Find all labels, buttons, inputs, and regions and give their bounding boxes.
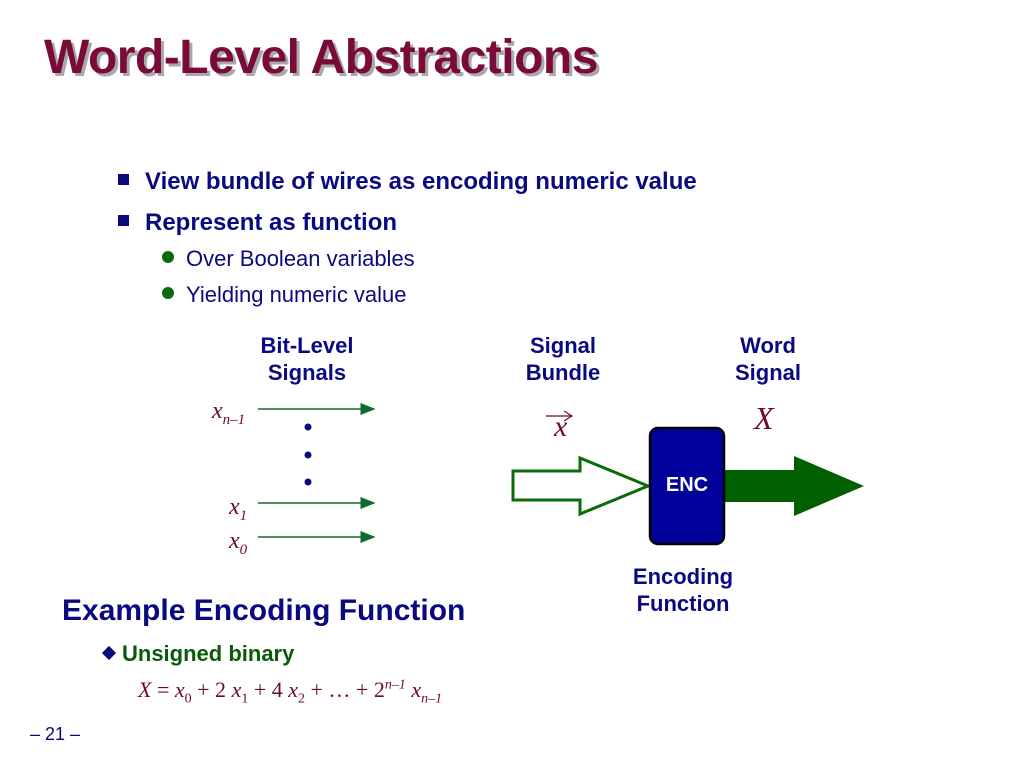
subbullet-1-text: Over Boolean variables: [186, 246, 415, 271]
vector-arrow-head: [563, 410, 574, 422]
bullet-1: View bundle of wires as encoding numeric…: [118, 168, 697, 196]
signal-var: x: [212, 398, 223, 424]
formula-x2-var: x: [288, 677, 299, 702]
example-subheading-text: Unsigned binary: [122, 641, 295, 666]
bullet-2-text: Represent as function: [145, 209, 398, 236]
formula-xn-var: x: [411, 677, 422, 702]
formula-sub-n-1: n–1: [421, 691, 443, 707]
square-bullet-icon: [118, 215, 129, 226]
signal-label-x1: x1: [229, 494, 247, 525]
square-bullet-icon: [118, 174, 129, 185]
signal-bundle-label-line-1: Signal: [529, 333, 596, 358]
signal-bundle-label-line-2: Bundle: [525, 360, 601, 385]
slide-title: Word-Level Abstractions: [44, 31, 598, 84]
ellipsis-dot-1: [304, 423, 312, 431]
signal-label-xn-1: xn–1: [212, 398, 245, 429]
signal-var: x: [229, 528, 240, 554]
encoding-function-label: Encoding Function: [608, 563, 758, 617]
bullet-1-text: View bundle of wires as encoding numeric…: [145, 168, 697, 195]
word-signal-label-line-1: Word: [740, 333, 796, 358]
signal-label-x0: x0: [229, 528, 247, 559]
word-signal-label-line-2: Signal: [734, 360, 801, 385]
encoding-function-line-1: Encoding: [632, 564, 734, 589]
formula-eq: =: [151, 677, 175, 702]
round-bullet-icon: [162, 287, 174, 299]
formula-term-4: + 4: [248, 677, 289, 702]
formula-term-2: + 2: [191, 677, 232, 702]
formula-term-ellipsis: + … + 2: [305, 677, 385, 702]
formula-x0-var: x: [174, 677, 185, 702]
bundle-vector-x: x: [554, 410, 568, 443]
page-number: – 21 –: [30, 724, 81, 744]
example-heading: Example Encoding Function: [62, 594, 466, 627]
bit-level-label-line-2: Signals: [267, 360, 347, 385]
unsigned-binary-formula: X = x0 + 2 x1 + 4 x2 + … + 2n–1 xn–1: [138, 677, 442, 707]
encoder-box: [648, 426, 726, 546]
encoding-function-line-2: Function: [636, 591, 730, 616]
signal-subscript: 0: [239, 541, 248, 558]
ellipsis-dot-3: [304, 478, 312, 486]
word-output-arrow: [718, 456, 864, 516]
signal-bundle-label: Signal Bundle: [490, 332, 636, 386]
word-variable-X: X: [754, 400, 774, 436]
signal-var: x: [229, 494, 240, 520]
formula-sub-2: 2: [298, 691, 306, 707]
round-bullet-icon: [162, 251, 174, 263]
subbullet-1: Over Boolean variables: [162, 246, 415, 272]
formula-sub-1: 1: [241, 691, 249, 707]
signal-bundle-arrow: [511, 455, 652, 517]
signal-subscript: n–1: [222, 411, 246, 428]
bullet-2: Represent as function: [118, 209, 397, 237]
formula-X: X: [138, 677, 152, 702]
encoder-label: ENC: [665, 474, 709, 496]
signal-subscript: 1: [239, 507, 248, 524]
bit-level-signals-label: Bit-Level Signals: [226, 332, 388, 386]
ellipsis-dot-2: [304, 451, 312, 459]
subbullet-2: Yielding numeric value: [162, 282, 407, 308]
formula-x1-var: x: [231, 677, 242, 702]
subbullet-2-text: Yielding numeric value: [186, 282, 407, 307]
word-signal-label: Word Signal: [708, 332, 828, 386]
bit-level-label-line-1: Bit-Level: [260, 333, 354, 358]
formula-sub-0: 0: [184, 691, 192, 707]
diamond-bullet-icon: [101, 645, 117, 661]
example-subheading: Unsigned binary: [101, 641, 295, 667]
formula-exponent: n–1: [384, 677, 406, 693]
